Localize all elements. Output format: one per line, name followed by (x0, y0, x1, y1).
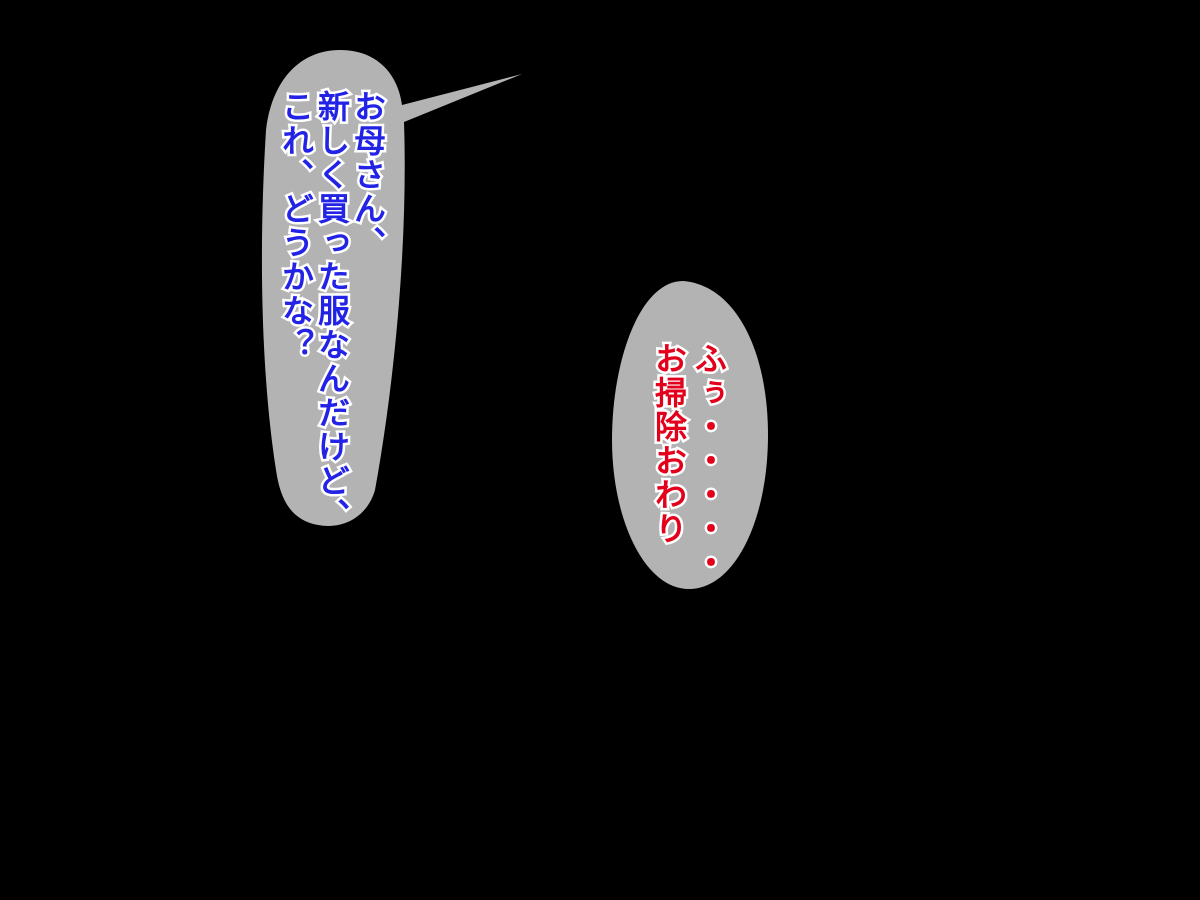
speech-left-line-2: 新しく買った服なんだけど、 (311, 88, 354, 535)
speech-left-line-1: お母さん、 (347, 88, 390, 263)
speech-bubble-right (612, 281, 768, 590)
speech-right-line-2: お掃除おわり (648, 340, 691, 549)
speech-left-line-3: これ、どうかな？ (275, 88, 318, 365)
speech-bubble-left (261, 50, 522, 526)
speech-right-line-1: ふぅ・・・・・ (688, 340, 731, 583)
